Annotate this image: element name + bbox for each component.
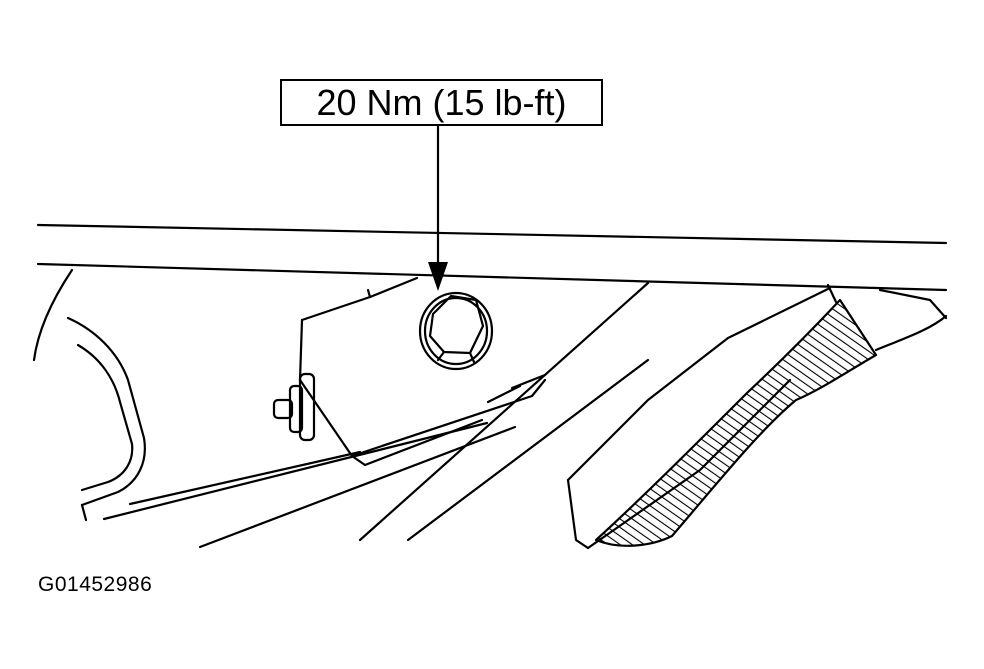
frame-rail [36, 223, 948, 292]
left-bracket [32, 268, 146, 522]
torque-spec-label: 20 Nm (15 lb-ft) [280, 79, 603, 126]
corrugated-hose [594, 298, 878, 547]
mount-block [298, 276, 547, 467]
stud-bolt [272, 372, 316, 442]
lower-panel-lines [102, 281, 650, 549]
figure-id: G01452986 [38, 573, 153, 596]
callout-arrow [428, 126, 448, 291]
flange-bolt [418, 291, 494, 371]
